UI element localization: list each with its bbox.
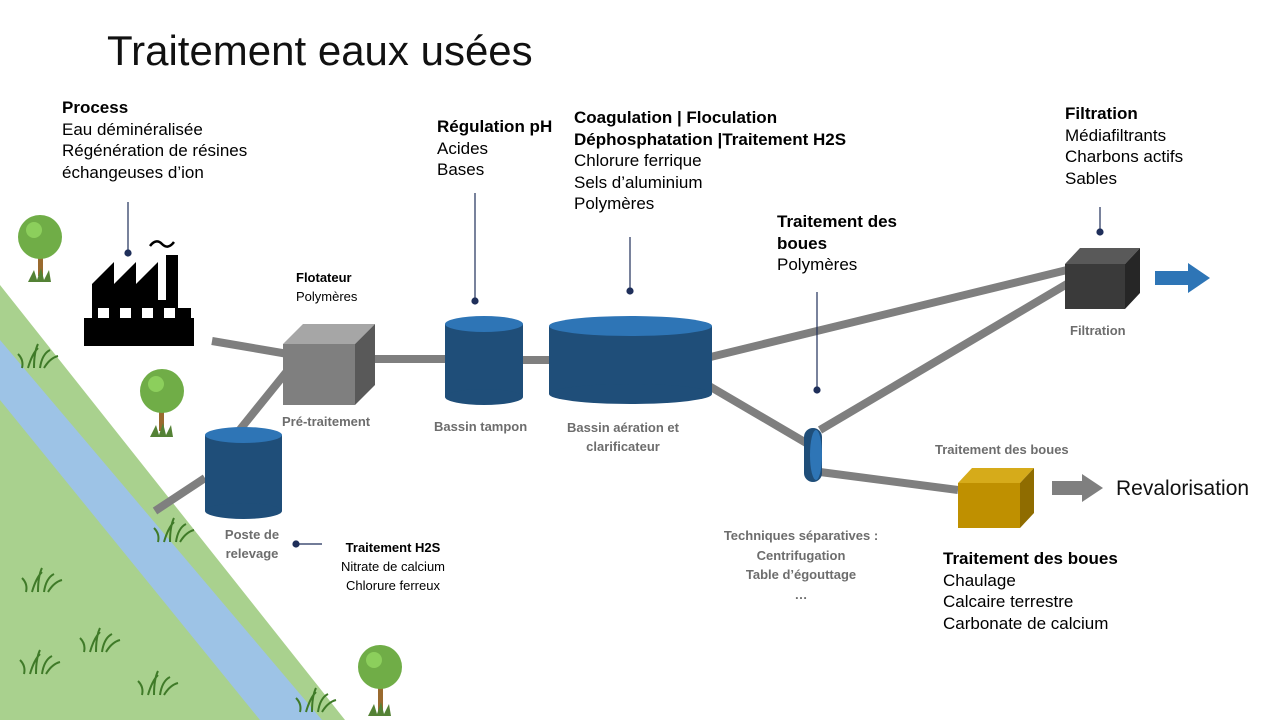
h2s-line: Chlorure ferreux bbox=[346, 577, 440, 593]
techniques-line: … bbox=[794, 586, 808, 602]
grass-icon bbox=[137, 670, 179, 696]
flotateur-callout: Flotateur Polymères bbox=[296, 269, 357, 307]
coagulation-heading: Déphosphatation |Traitement H2S bbox=[574, 129, 847, 149]
process-heading: Process bbox=[62, 98, 129, 117]
poste-relevage-label: Poste de relevage bbox=[216, 526, 288, 564]
process-line: échangeuses d’ion bbox=[62, 162, 204, 182]
bassin-aeration-label-line: clarificateur bbox=[586, 438, 660, 454]
grass-icon bbox=[153, 517, 195, 543]
filtration-line: Sables bbox=[1065, 168, 1117, 188]
grass-icon bbox=[21, 567, 63, 593]
filtration-box bbox=[1065, 248, 1140, 309]
coagulation-heading: Coagulation | Floculation bbox=[574, 108, 778, 127]
bassin-aeration-label: Bassin aération et clarificateur bbox=[558, 419, 688, 457]
boues-bottom-line: Calcaire terrestre bbox=[943, 592, 1074, 612]
boues-top-heading: Traitement des bbox=[777, 212, 897, 231]
boues-top-heading: boues bbox=[777, 233, 828, 253]
boues-bottom-callout: Traitement des boues Chaulage Calcaire t… bbox=[943, 548, 1118, 634]
grass-icon bbox=[19, 649, 61, 675]
tree-icon bbox=[358, 645, 402, 716]
coagulation-line: Polymères bbox=[574, 194, 655, 214]
flotateur-heading: Flotateur bbox=[296, 270, 352, 285]
filtration-unit-label: Filtration bbox=[1070, 323, 1126, 338]
filtration-heading: Filtration bbox=[1065, 104, 1138, 123]
page-title: Traitement eaux usées bbox=[107, 27, 533, 74]
poste-relevage-tank bbox=[205, 427, 282, 519]
techniques-line: Techniques séparatives : bbox=[723, 528, 879, 543]
process-callout: Process Eau déminéralisée Régénération d… bbox=[62, 97, 247, 183]
grass-icon bbox=[17, 343, 59, 369]
callouts bbox=[124, 193, 1104, 548]
bassin-tampon-label: Bassin tampon bbox=[434, 419, 528, 434]
boues-bottom-line: Carbonate de calcium bbox=[943, 613, 1109, 633]
regulation-callout: Régulation pH Acides Bases bbox=[437, 116, 552, 181]
boues-bottom-line: Chaulage bbox=[943, 570, 1016, 590]
filtration-line: Médiafiltrants bbox=[1065, 125, 1167, 145]
tree-icon bbox=[140, 369, 184, 437]
coagulation-line: Sels d’aluminium bbox=[574, 172, 703, 192]
h2s-line: Nitrate de calcium bbox=[340, 558, 446, 574]
poste-relevage-label-line: relevage bbox=[225, 545, 279, 561]
arrow-right-icon bbox=[1155, 263, 1210, 293]
filtration-callout: Filtration Médiafiltrants Charbons actif… bbox=[1065, 103, 1183, 189]
boues-bottom-heading: Traitement des boues bbox=[943, 549, 1118, 568]
pretraitement-box bbox=[283, 324, 375, 405]
h2s-callout: Traitement H2S Nitrate de calcium Chloru… bbox=[326, 539, 460, 596]
techniques-line: Centrifugation bbox=[756, 547, 846, 563]
sludge-box bbox=[958, 468, 1034, 528]
coagulation-callout: Coagulation | Floculation Déphosphatatio… bbox=[574, 107, 846, 215]
arrow-right-icon bbox=[1052, 474, 1103, 502]
bassin-aeration-tank bbox=[549, 316, 712, 404]
boues-top-callout: Traitement des boues Polymères bbox=[777, 211, 897, 276]
regulation-line: Acides bbox=[437, 138, 489, 158]
tree-icon bbox=[18, 215, 62, 282]
techniques-line: Table d’égouttage bbox=[745, 567, 857, 582]
process-line: Régénération de résines bbox=[62, 141, 248, 161]
grass-icon bbox=[79, 627, 121, 653]
pretraitement-label: Pré-traitement bbox=[282, 414, 371, 429]
grass-icon bbox=[295, 687, 337, 713]
boues-top-line: Polymères bbox=[777, 255, 858, 275]
separator-unit bbox=[804, 428, 822, 482]
bassin-aeration-label-line: Bassin aération et bbox=[567, 420, 679, 435]
filtration-line: Charbons actifs bbox=[1065, 147, 1184, 167]
revalorisation-label: Revalorisation bbox=[1116, 477, 1250, 500]
bassin-tampon-tank bbox=[445, 316, 523, 405]
regulation-heading: Régulation pH bbox=[437, 117, 553, 136]
regulation-line: Bases bbox=[437, 160, 485, 180]
river bbox=[0, 340, 322, 720]
factory-icon bbox=[84, 240, 194, 346]
process-line: Eau déminéralisée bbox=[62, 119, 203, 139]
poste-relevage-label-line: Poste de bbox=[224, 527, 280, 542]
coagulation-line: Chlorure ferrique bbox=[574, 151, 702, 171]
techniques-label: Techniques séparatives : Centrifugation … bbox=[710, 526, 892, 604]
flotateur-line: Polymères bbox=[296, 288, 358, 304]
sludge-unit-label: Traitement des boues bbox=[935, 442, 1069, 457]
h2s-heading: Traitement H2S bbox=[345, 540, 441, 555]
